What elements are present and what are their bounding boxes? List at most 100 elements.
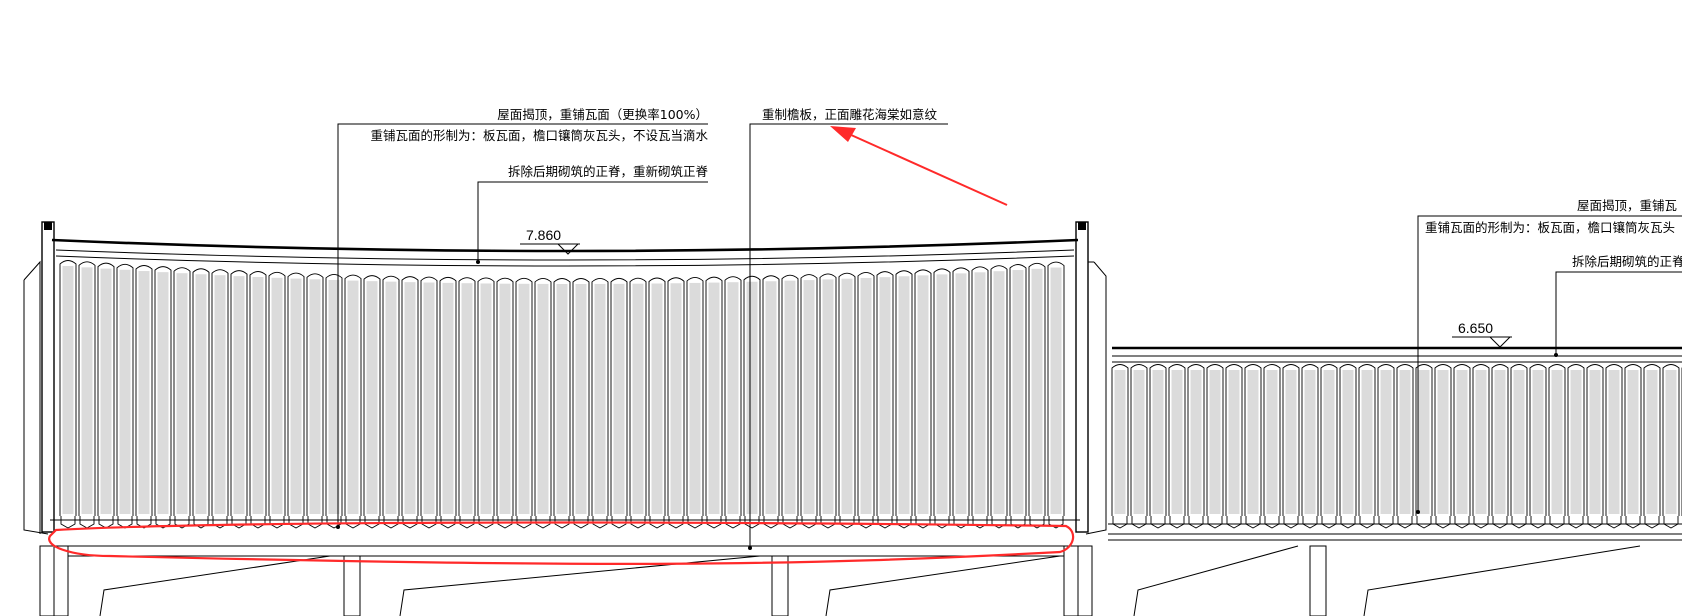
tile-row	[1320, 364, 1338, 529]
tile-row	[762, 275, 780, 529]
tile-row	[1282, 364, 1300, 529]
tile-row	[705, 276, 723, 529]
tile-row	[306, 273, 324, 529]
tile-row	[477, 277, 495, 529]
tile-row	[439, 276, 457, 529]
tile-row	[1472, 364, 1490, 529]
left-leader-lines	[336, 123, 948, 550]
tile-row	[287, 272, 305, 529]
tile-row	[116, 263, 134, 529]
tile-row	[1377, 364, 1395, 529]
tile-row	[1491, 364, 1509, 529]
tile-row	[192, 268, 210, 529]
tile-row	[895, 270, 913, 529]
tile-row	[1510, 364, 1528, 529]
tile-row	[1028, 262, 1046, 529]
tile-row	[344, 274, 362, 529]
tile-row	[1358, 364, 1376, 529]
tile-row	[1396, 364, 1414, 529]
tile-row	[1111, 364, 1129, 529]
tile-row	[1453, 364, 1471, 529]
tile-row	[401, 276, 419, 529]
tile-row	[971, 266, 989, 529]
level-value-left: 7.860	[526, 227, 561, 243]
tile-row	[1548, 364, 1566, 529]
note-ridge-left: 拆除后期砌筑的正脊，重新砌筑正脊	[508, 164, 709, 179]
tile-row	[667, 277, 685, 529]
tile-row	[857, 271, 875, 529]
note-roof-line1-left: 屋面揭顶，重铺瓦面（更换率100%）	[497, 107, 708, 122]
tile-row	[59, 260, 77, 529]
note-ridge-right: 拆除后期砌筑的正脊	[1572, 254, 1682, 269]
tile-row	[553, 278, 571, 529]
tile-row	[1301, 364, 1319, 529]
note-eave-board: 重制檐板，正面雕花海棠如意纹	[762, 107, 938, 122]
note-roof-line2-left: 重铺瓦面的形制为：板瓦面，檐口镶筒灰瓦头，不设瓦当滴水	[370, 128, 708, 143]
note-roof-line1-right: 屋面揭顶，重铺瓦	[1577, 198, 1677, 213]
tile-row	[1225, 364, 1243, 529]
left-tile-rows	[59, 260, 1065, 529]
note-roof-line2-right: 重铺瓦面的形制为：板瓦面，檐口镶筒灰瓦头	[1425, 220, 1675, 235]
eave-highlight-outline	[48, 521, 1075, 565]
tile-row	[743, 275, 761, 529]
tile-row	[990, 265, 1008, 529]
tile-row	[230, 270, 248, 529]
level-marker-right: 6.650	[1452, 320, 1512, 348]
tile-row	[1434, 364, 1452, 529]
tile-row	[648, 277, 666, 529]
red-markup	[48, 126, 1075, 565]
tile-row	[135, 265, 153, 529]
tile-row	[591, 278, 609, 529]
tile-row	[1643, 364, 1661, 529]
level-marker-left: 7.860	[520, 227, 580, 255]
tile-row	[1187, 364, 1205, 529]
tile-row	[1605, 364, 1623, 529]
tile-row	[1149, 364, 1167, 529]
tile-row	[268, 271, 286, 529]
tile-row	[363, 275, 381, 529]
tile-row	[420, 276, 438, 529]
tile-row	[1047, 261, 1065, 529]
tile-row	[686, 277, 704, 529]
tile-row	[515, 277, 533, 529]
tile-row	[1009, 264, 1027, 529]
tile-row	[610, 277, 628, 529]
tile-row	[1662, 364, 1680, 529]
right-tile-rows	[1111, 364, 1682, 529]
tile-row	[496, 277, 514, 529]
left-ridge-line	[51, 238, 1079, 253]
tile-row	[1567, 364, 1585, 529]
left-roof-elevation: 7.860 屋面揭顶，重铺瓦面（更换率100%） 重铺瓦面的形制为：板瓦面，檐口…	[23, 107, 1107, 616]
tile-row	[458, 277, 476, 529]
level-value-right: 6.650	[1458, 320, 1493, 336]
tile-row	[781, 274, 799, 529]
red-arrow-head	[830, 126, 856, 142]
left-gable-outline	[23, 260, 41, 534]
tile-row	[1244, 364, 1262, 529]
tile-row	[211, 269, 229, 529]
right-gable-post	[1075, 221, 1089, 533]
tile-row	[1168, 364, 1186, 529]
red-arrow	[839, 129, 1008, 206]
tile-row	[1529, 364, 1547, 529]
tile-row	[819, 273, 837, 529]
left-gable-post	[41, 221, 55, 533]
tile-row	[724, 276, 742, 529]
tile-row	[1624, 364, 1642, 529]
tile-row	[914, 269, 932, 529]
left-lower-structure	[39, 545, 1093, 616]
tile-row	[249, 271, 267, 529]
tile-row	[1586, 364, 1604, 529]
tile-row	[1206, 364, 1224, 529]
tile-row	[876, 271, 894, 529]
tile-row	[1339, 364, 1357, 529]
tile-row	[173, 267, 191, 529]
tile-row	[572, 278, 590, 529]
tile-row	[838, 272, 856, 529]
tile-row	[1130, 364, 1148, 529]
tile-row	[97, 262, 115, 529]
tile-row	[952, 267, 970, 529]
tile-row	[1415, 364, 1433, 529]
tile-row	[534, 277, 552, 529]
